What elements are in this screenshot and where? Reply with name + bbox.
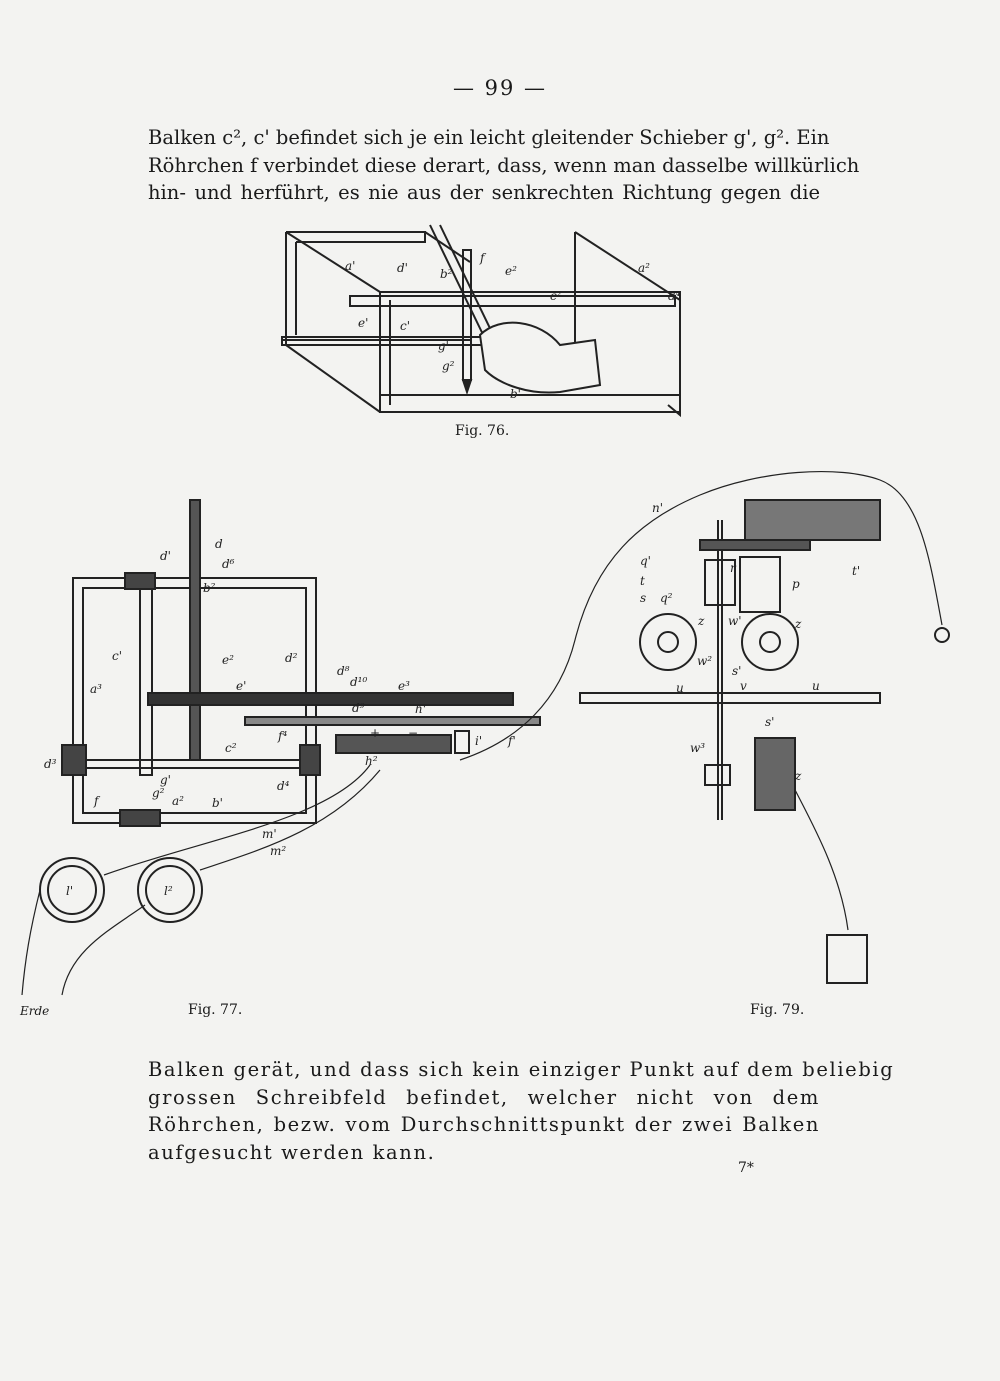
label: d — [215, 537, 223, 551]
ground-label: Erde — [20, 1004, 50, 1018]
text-line: Röhrchen, bezw. vom Durchschnittspunkt d… — [148, 1113, 820, 1136]
label: d⁴ — [668, 289, 681, 303]
label: c² — [225, 741, 237, 755]
label: e' — [358, 316, 368, 330]
label: u — [812, 679, 820, 693]
signature-mark: 7* — [738, 1160, 754, 1176]
label: b² — [440, 267, 453, 281]
figure-77-caption: Fig. 77. — [188, 1002, 243, 1018]
label: d⁴ — [277, 779, 290, 793]
label: c' — [112, 649, 122, 663]
label: p — [792, 577, 800, 591]
text-line: Balken c², c' befindet sich je ein leich… — [148, 126, 830, 149]
label: d⁶ — [222, 557, 235, 571]
label: w' — [728, 614, 742, 628]
text-line: grossen Schreibfeld befindet, welcher ni… — [148, 1085, 820, 1109]
label: q² — [660, 591, 673, 605]
label: a² — [172, 794, 184, 808]
paragraph-bottom: Balken gerät, und dass sich kein einzige… — [148, 1056, 895, 1166]
label: f⁴ — [277, 729, 287, 743]
label: a² — [638, 261, 650, 275]
label: z — [794, 617, 802, 631]
label: e' — [236, 679, 246, 693]
figure-79-caption: Fig. 79. — [750, 1002, 805, 1018]
text-line: Röhrchen f verbindet diese derart, dass,… — [148, 153, 860, 177]
label: a³ — [90, 682, 102, 696]
label: u — [676, 681, 684, 695]
label: h² — [365, 754, 378, 768]
page-number: — 99 — — [452, 76, 548, 100]
label: d¹⁰ — [350, 675, 367, 689]
label: g² — [152, 786, 165, 800]
label: i' — [475, 734, 482, 748]
label: − — [408, 726, 418, 740]
text-line: hin- und herführt, es nie aus der senkre… — [148, 181, 820, 204]
label: f — [479, 251, 487, 265]
label: a' — [345, 259, 355, 273]
label: d³ — [44, 757, 57, 771]
figure-76-caption: Fig. 76. — [455, 423, 510, 439]
label: + — [370, 726, 380, 740]
label: d⁹ — [352, 701, 365, 715]
label: b' — [510, 387, 521, 401]
label: v — [740, 679, 747, 693]
label: s — [640, 591, 646, 605]
label: m' — [262, 827, 277, 841]
label: d' — [397, 261, 408, 275]
label: l² — [164, 884, 173, 898]
label: t — [640, 574, 645, 588]
label: r — [730, 561, 737, 575]
label: e² — [505, 264, 517, 278]
label: w³ — [690, 741, 705, 755]
label: w² — [697, 654, 712, 668]
label: z — [697, 614, 705, 628]
label: d² — [285, 651, 298, 665]
text-line: Balken gerät, und dass sich kein einzige… — [148, 1058, 895, 1081]
label: c² — [550, 289, 562, 303]
label: c' — [400, 319, 410, 333]
label: f — [93, 794, 101, 808]
label: q' — [640, 554, 651, 568]
label: b² — [203, 581, 216, 595]
label: t' — [852, 564, 860, 578]
label: f' — [507, 734, 516, 748]
label: l' — [66, 884, 73, 898]
label: h' — [415, 702, 426, 716]
label: s' — [765, 715, 774, 729]
label: d' — [160, 549, 171, 563]
paragraph-top: Balken c², c' befindet sich je ein leich… — [148, 124, 860, 207]
label: z — [794, 769, 802, 783]
label: d⁸ — [337, 664, 350, 678]
label: e³ — [398, 679, 410, 693]
label: s' — [732, 664, 741, 678]
label: e² — [222, 653, 234, 667]
label: n' — [652, 501, 663, 515]
label: b' — [212, 796, 223, 810]
text-line: aufgesucht werden kann. — [148, 1140, 436, 1164]
label: g' — [160, 773, 171, 787]
label: g² — [442, 359, 455, 373]
label: m² — [270, 844, 286, 858]
label: g' — [438, 339, 449, 353]
